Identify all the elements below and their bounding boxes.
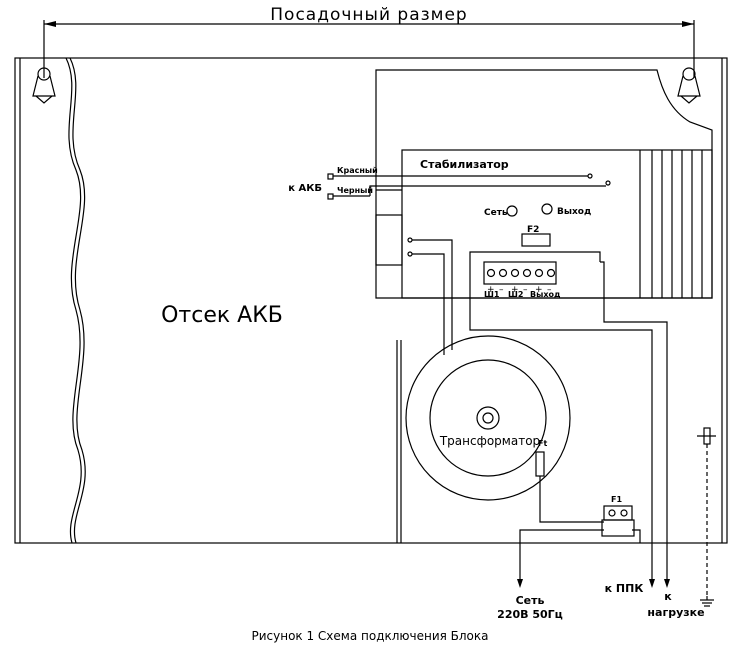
battery-compartment-label: Отсек АКБ [161,303,283,328]
svg-text:+: + [535,285,543,295]
terminal-signs: + – + – + – [487,285,552,295]
battery-terminal-black [327,193,334,200]
to-load-label-line2: нагрузке [647,606,704,619]
mains-label-line1: Сеть [516,594,545,607]
mount-hole-right-icon [677,67,701,104]
svg-text:+: + [511,285,519,295]
to-battery-label: к АКБ [288,183,322,194]
terminal-label-sh1: Ш1 [484,290,500,299]
battery-terminal-red [327,173,334,180]
ground-symbol-icon [700,596,714,607]
arrow-ppk-icon [649,579,655,588]
mains-label-line2: 220В 50Гц [497,608,563,621]
fuse-f1 [601,505,635,537]
fuse-f2-label: F2 [527,225,539,235]
ground-terminal-icon [697,427,716,445]
thermal-fuse-label: Ft [538,439,547,448]
arrow-mains-icon [517,579,523,588]
terminal-label-sh2: Ш2 [508,290,523,299]
transformer-nut-icon [476,406,500,430]
led-network-label: Сеть [484,208,508,218]
terminal-block [483,261,557,285]
stabilizer-label: Стабилизатор [420,158,509,171]
svg-text:–: – [499,285,504,295]
stabilizer-module [401,149,713,299]
svg-text:–: – [523,285,528,295]
dimension-line [43,20,695,78]
wire-mains [519,529,604,580]
wire-to-load [600,261,668,580]
arrow-load-icon [664,579,670,588]
mount-hole-left-icon [32,67,56,104]
svg-text:–: – [547,285,552,295]
heatsink [639,150,703,298]
led-output-icon [541,203,553,215]
transformer-label: Трансформатор [439,434,540,448]
to-ppk-label: к ППК [605,582,644,595]
dimension-label: Посадочный размер [270,5,467,25]
svg-text:+: + [487,285,495,295]
transformer-outer [405,335,571,501]
thermal-fuse [535,451,545,477]
terminal-label-output: Выход [530,290,561,299]
figure-caption: Рисунок 1 Схема подключения Блока [251,629,488,643]
battery-compartment-divider [65,57,82,544]
enclosure-outline [14,57,728,544]
wire-red-label: Красный [337,166,378,175]
wire-to-ppk [469,262,653,580]
wire-black-label: Черный [337,186,373,195]
led-output-label: Выход [557,207,591,217]
fuse-f1-label: F1 [611,495,622,504]
fuse-f2 [521,233,551,247]
to-load-label-line1: к [664,590,672,603]
wire-black [369,185,606,196]
led-network-icon [506,205,518,217]
